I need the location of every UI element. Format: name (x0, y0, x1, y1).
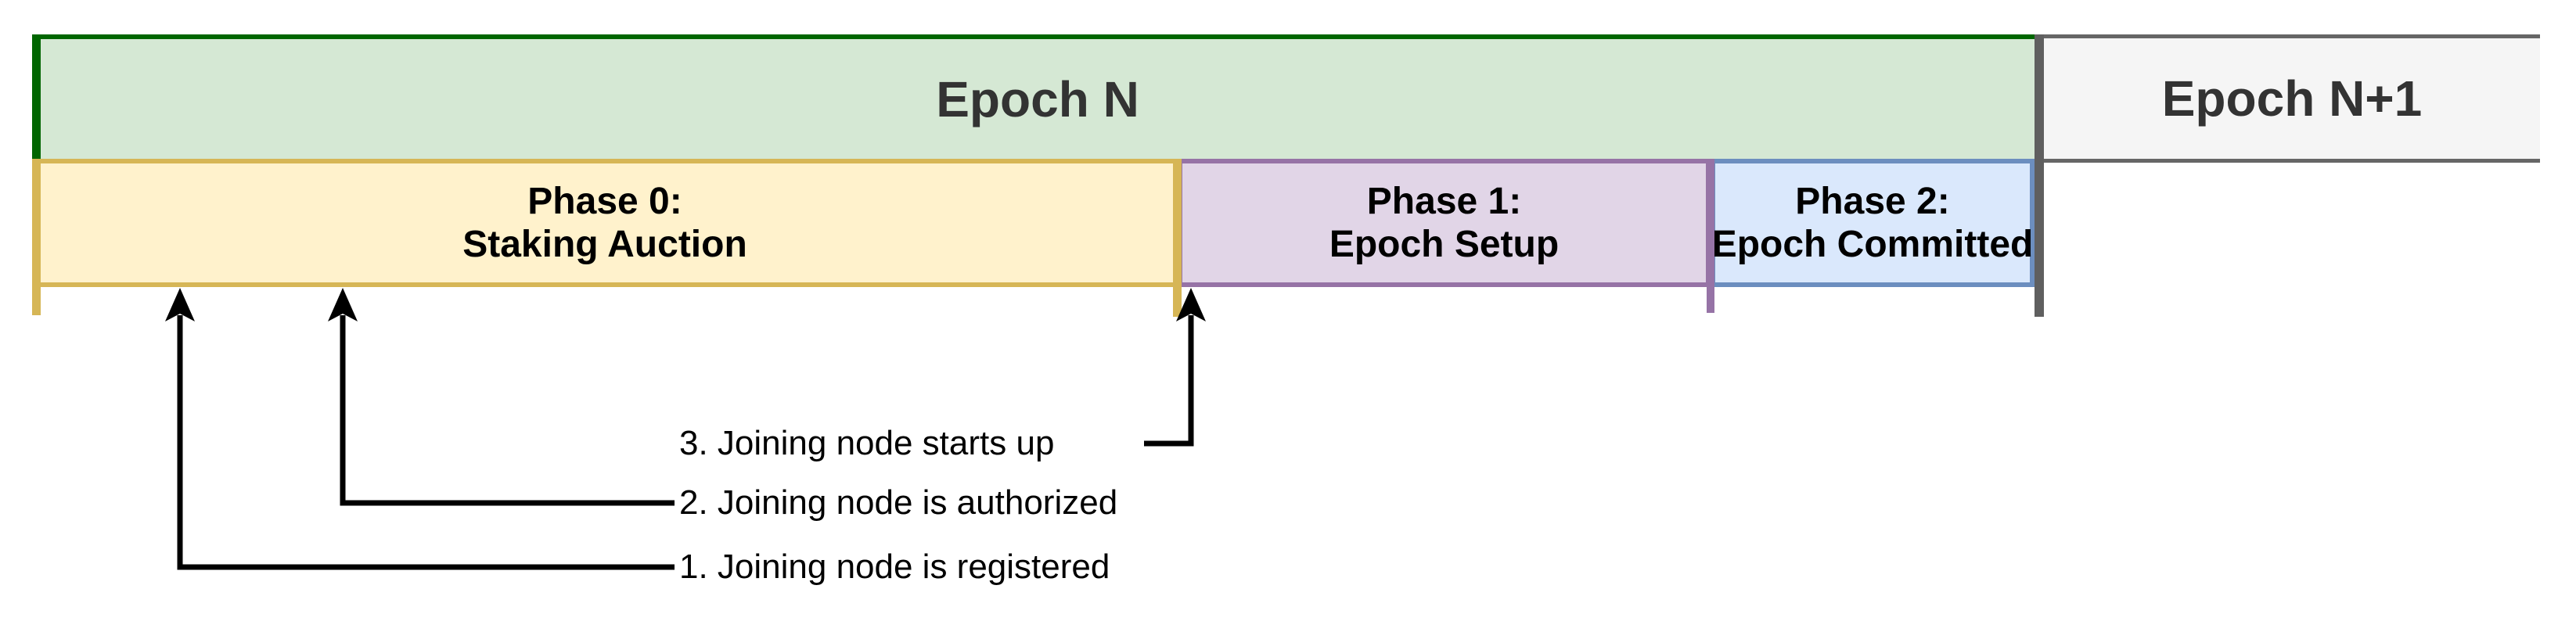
epoch-boundary-divider (2035, 34, 2044, 317)
phase1-label-line2: Epoch Setup (1329, 224, 1560, 265)
phase1-label-line1: Phase 1: (1366, 181, 1522, 222)
arrow-2-authorized (328, 288, 675, 506)
phase2-label-line2: Epoch Committed (1711, 224, 2034, 265)
annotation-label-starts-up: 3. Joining node starts up (679, 424, 1055, 462)
epoch-n1-label: Epoch N+1 (2161, 70, 2423, 127)
annotation-label-authorized: 2. Joining node is authorized (679, 483, 1118, 522)
phase2-epoch-committed-box: Phase 2: Epoch Committed (1711, 159, 2035, 287)
arrow-1-registered (165, 288, 675, 570)
epoch-n-label: Epoch N (936, 70, 1139, 127)
arrow-1-head-icon (165, 288, 195, 321)
phase0-label-line1: Phase 0: (527, 181, 682, 222)
arrow-2-head-icon (328, 288, 358, 321)
epoch-n1-box: Epoch N+1 (2044, 34, 2540, 163)
phase1-epoch-setup-box: Phase 1: Epoch Setup (1178, 159, 1711, 287)
phase0-label-line2: Staking Auction (462, 224, 747, 265)
phase0-left-boundary-tick (32, 159, 41, 315)
annotation-label-registered: 1. Joining node is registered (679, 548, 1110, 586)
phase0-phase1-boundary-tick (1173, 159, 1182, 317)
phase1-phase2-boundary-tick (1707, 159, 1714, 313)
phase0-staking-auction-box: Phase 0: Staking Auction (32, 159, 1178, 287)
phase2-label-line1: Phase 2: (1795, 181, 1950, 222)
epoch-n-box: Epoch N (32, 34, 2035, 159)
